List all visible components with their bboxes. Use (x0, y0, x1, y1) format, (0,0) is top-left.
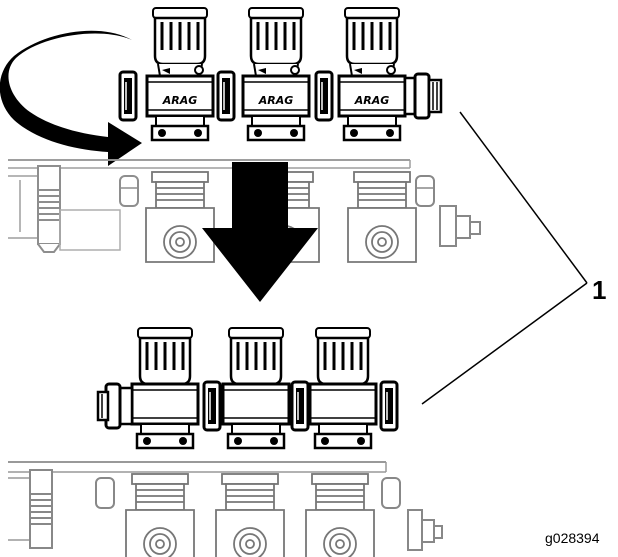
callout-leader-lines (421, 111, 588, 405)
valve-body (241, 74, 311, 142)
clip (314, 70, 334, 122)
valve-body (337, 74, 407, 142)
clip (216, 70, 236, 122)
clip (379, 380, 399, 432)
mounting-bracket-bottom (8, 461, 387, 549)
end-fitting (403, 72, 443, 120)
brand-label: ARAG (258, 94, 294, 107)
brand-label: ARAG (354, 94, 390, 107)
valve-body (308, 382, 378, 450)
rotate-arrow-icon (0, 30, 142, 166)
valve-assembly-bottom (96, 326, 399, 450)
figure-id: g028394 (545, 530, 600, 546)
valve-body (145, 74, 215, 142)
valve-assembly-top: ARAG ARAG ARAG (118, 6, 443, 142)
mounting-bracket-top (8, 159, 411, 253)
valve-body (130, 382, 200, 450)
clip (202, 380, 222, 432)
clip (290, 380, 310, 432)
base-manifold-bottom (125, 473, 443, 557)
clip (118, 70, 138, 122)
down-arrow-icon (202, 162, 318, 302)
brand-label: ARAG (162, 94, 198, 107)
end-fitting (96, 382, 134, 430)
valve-knob (343, 6, 401, 78)
callout-number: 1 (592, 275, 607, 305)
valve-knob (247, 6, 305, 78)
valve-body (221, 382, 291, 450)
valve-knob (151, 6, 209, 78)
base-manifold-top (145, 171, 481, 263)
